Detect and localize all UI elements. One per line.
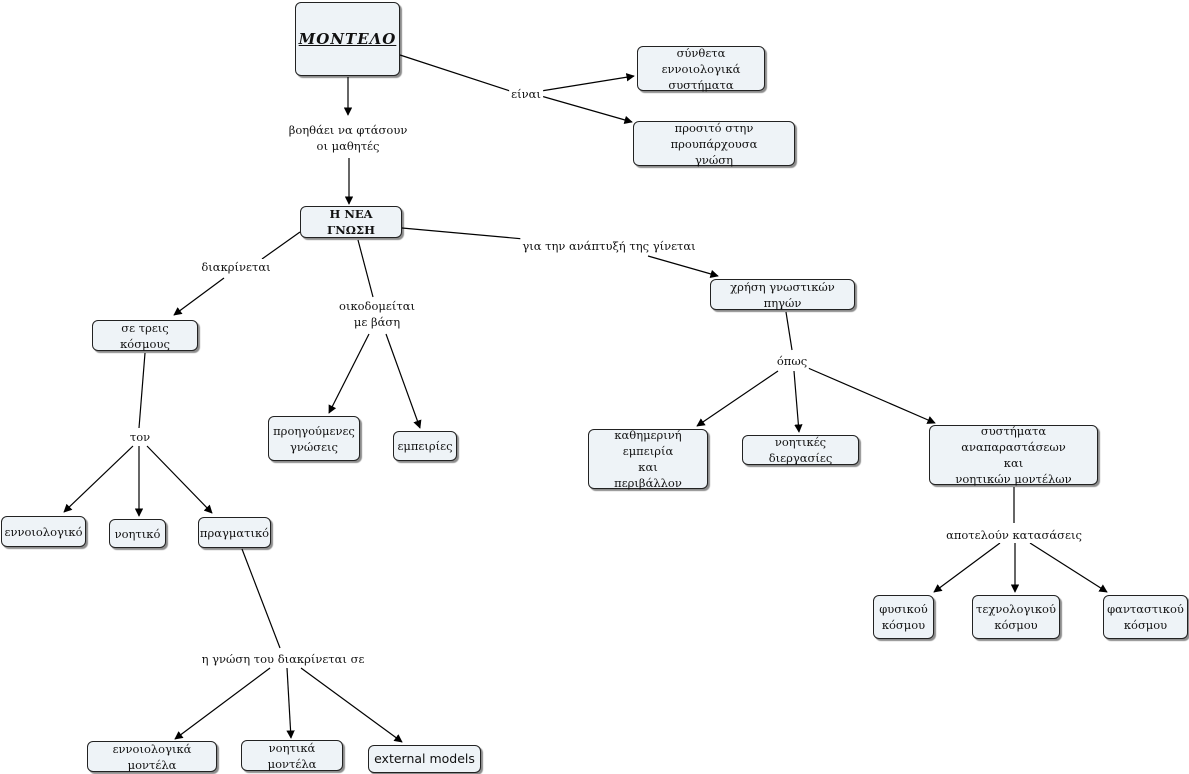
node-conceptual-models[interactable]: εννοιολογικά μοντέλα [87, 741, 217, 772]
label-helps: βοηθάει να φτάσουν οι μαθητές [286, 122, 410, 154]
node-real[interactable]: πραγματικό [198, 517, 271, 548]
edge-opos-processes [793, 370, 803, 433]
edge-knowledgesplit-conceptualmodels [174, 667, 271, 740]
node-mental[interactable]: νοητικό [109, 519, 166, 548]
node-montelo[interactable]: ΜΟΝΤΕΛΟ [295, 2, 400, 76]
edge-opos-systems [807, 367, 936, 424]
edge-newknowledge-development [401, 227, 536, 241]
label-ton: τον [127, 429, 153, 445]
node-physical-world[interactable]: φυσικού κόσμου [873, 595, 934, 639]
label-knowledge-split: η γνώση του διακρίνεται σε [199, 651, 367, 667]
edge-ton-conceptual [63, 445, 134, 513]
node-synthetic-systems[interactable]: σύνθετα εννοιολογικά συστήματα [637, 46, 765, 92]
edge-montelo-einai [399, 54, 511, 92]
edge-builton-prior [328, 333, 370, 414]
node-accessible[interactable]: προσιτό στην προυπάρχουσα γνώση [633, 121, 795, 167]
node-external-models[interactable]: external models [368, 745, 481, 773]
edge-einai-synthetic [540, 73, 635, 92]
edge-ton-real [146, 445, 213, 514]
node-conceptual[interactable]: εννοιολογικό [1, 516, 86, 547]
node-mental-models[interactable]: νοητικά μοντέλα [241, 740, 343, 771]
edge-newknowledge-distinguished [261, 231, 301, 260]
node-technological-world[interactable]: τεχνολογικού κόσμου [972, 595, 1060, 639]
node-imaginary-world[interactable]: φανταστικού κόσμου [1103, 595, 1188, 639]
edge-distinguished-threeworlds [173, 277, 225, 316]
label-opos: όπως [774, 353, 810, 369]
edge-newknowledge-builton [357, 239, 374, 298]
edge-einai-accessible [540, 95, 633, 124]
label-built-on: οικοδομείται με βάση [337, 298, 417, 330]
label-distinguished: διακρίνεται [199, 259, 273, 275]
label-einai: είναι [509, 86, 543, 102]
label-constitute: αποτελούν κατασάσεις [944, 527, 1084, 543]
node-prior-knowledge[interactable]: προηγούμενες γνώσεις [268, 416, 360, 461]
edge-constitute-imaginary [1029, 542, 1108, 593]
node-daily-experience[interactable]: καθημερινή εμπειρία και περιβάλλον [588, 428, 708, 490]
edge-opos-daily [696, 370, 779, 427]
label-for-development: για την ανάπτυξή της γίνεται [520, 238, 698, 254]
node-new-knowledge[interactable]: Η ΝΕΑ ΓΝΩΣΗ [300, 206, 402, 238]
edge-real-knowledgesplit [241, 548, 281, 649]
node-representation-systems[interactable]: συστήματα αναπαραστάσεων και νοητικών μο… [929, 424, 1098, 486]
edge-knowledgesplit-external [300, 667, 403, 743]
node-experiences[interactable]: εμπειρίες [393, 431, 457, 461]
node-three-worlds[interactable]: σε τρεις κόσμους [92, 320, 198, 351]
edge-builton-experiences [385, 333, 422, 429]
edge-constitute-physical [933, 542, 1001, 593]
edge-threeworlds-ton [138, 352, 146, 429]
node-mental-processes[interactable]: νοητικές διεργασίες [742, 435, 859, 465]
edge-knowledgesplit-mentalmodels [286, 667, 295, 739]
edge-development-sources [647, 255, 719, 278]
edge-sources-opos [785, 311, 793, 351]
node-knowledge-sources[interactable]: χρήση γνωστικών πηγών [710, 279, 855, 310]
